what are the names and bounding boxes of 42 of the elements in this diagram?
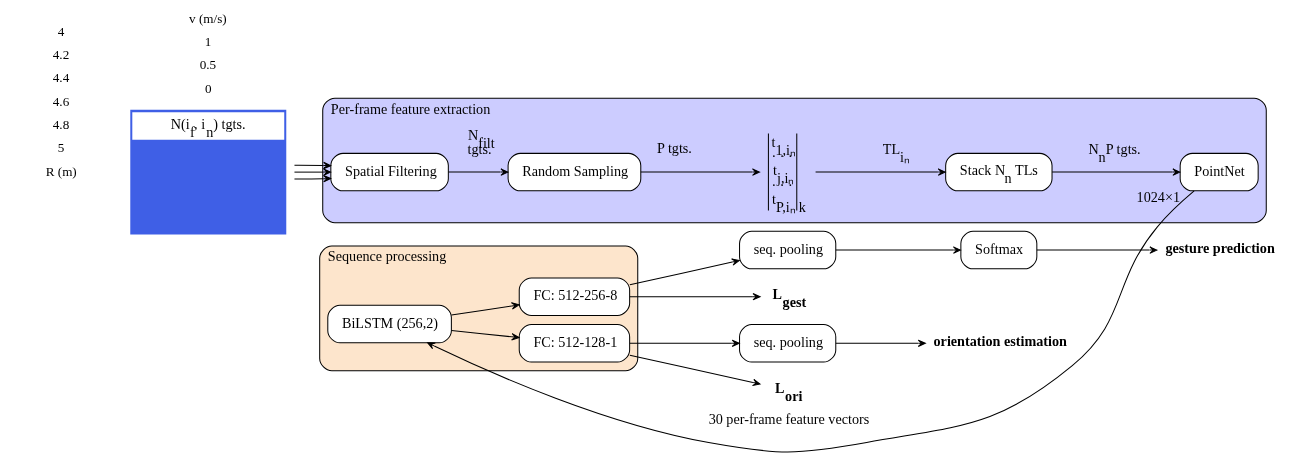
node-box: Spatial Filtering [330,152,449,192]
arrow [293,175,332,183]
label: R (m) [45,163,77,179]
node-box: FC: 512-128-1 [518,324,631,363]
node-box: seq. pooling [739,230,837,270]
arrow [629,258,740,286]
node-box: seq. pooling [739,324,837,363]
label: 4.4 [52,70,70,86]
arrow [450,302,520,316]
node-box: Softmax [960,230,1038,270]
node-box: BiLSTM (256,2) [327,304,452,344]
label: 0.5 [199,57,217,73]
arrow [835,339,926,347]
arrow [450,329,520,341]
node-box: Random Sampling [507,152,642,192]
node-box: FC: 512-256-8 [518,277,631,316]
label: v (m/s) [189,10,227,26]
arrow [427,190,1195,453]
node-label: 1024×1 [1136,189,1181,206]
label: 4.6 [52,93,70,109]
node-box: PointNet [1179,152,1259,192]
arrow [1051,168,1181,176]
edge-label: 30 per-frame feature vectors [708,410,870,427]
label: 1 [204,33,212,49]
arrow [629,293,761,301]
arrow [815,168,946,176]
label: 4.8 [52,116,70,132]
arrow [835,246,962,254]
arrow [293,168,332,176]
arrow [640,168,761,176]
label: 4 [57,23,65,39]
label: 0 [204,80,212,96]
arrow [447,168,509,176]
arrow [629,339,740,347]
edge-label: P tgts. [656,140,692,157]
label: 5 [57,140,65,156]
arrow [293,161,332,170]
node-text: gesture prediction [1165,239,1275,256]
arrow [1036,246,1158,254]
label: 4.2 [52,47,70,63]
arrow [629,354,761,387]
node-text: orientation estimation [933,333,1067,350]
